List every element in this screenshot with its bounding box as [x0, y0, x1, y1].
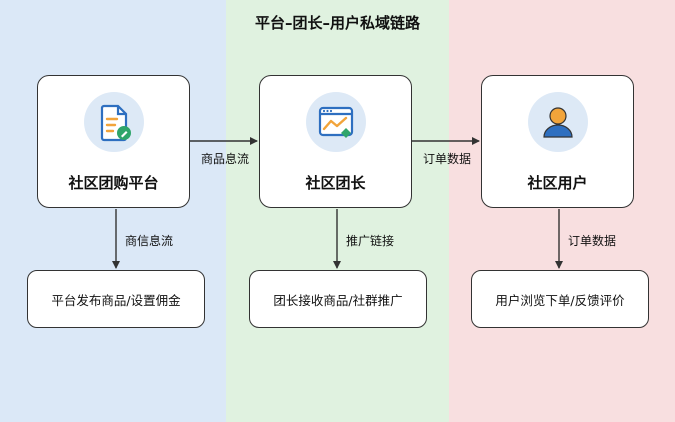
- platform-node: 社区团购平台: [37, 75, 190, 208]
- user-action-label: 用户浏览下单/反馈评价: [495, 292, 625, 308]
- user-action-box: 用户浏览下单/反馈评价: [471, 270, 649, 328]
- trend-chart-window-icon: [318, 106, 353, 138]
- group-leader-node: 社区团长: [259, 75, 412, 208]
- descent-label-leader: 推广链接: [346, 234, 395, 248]
- descent-label-platform: 商信息流: [125, 234, 174, 248]
- group-leader-icon-badge: [305, 92, 366, 152]
- right-panel-background: [449, 0, 675, 422]
- group-leader-node-label: 社区团长: [305, 174, 366, 192]
- user-icon: [542, 107, 573, 138]
- user-node-label: 社区用户: [527, 174, 588, 192]
- document-edit-icon: [100, 104, 131, 142]
- left-panel-background: [0, 0, 226, 422]
- platform-node-label: 社区团购平台: [68, 174, 159, 192]
- platform-icon-badge: [83, 92, 144, 152]
- flow-label-platform-to-leader: 商品息流: [200, 152, 249, 166]
- diagram-title: 平台–团长–用户私域链路: [254, 14, 420, 32]
- flow-label-leader-to-user: 订单数据: [422, 152, 471, 166]
- user-node: 社区用户: [481, 75, 634, 208]
- leader-action-label: 团长接收商品/社群推广: [273, 292, 403, 308]
- platform-action-label: 平台发布商品/设置佣金: [51, 292, 181, 308]
- user-icon-badge: [527, 92, 588, 152]
- leader-action-box: 团长接收商品/社群推广: [249, 270, 427, 328]
- descent-label-user: 订单数据: [568, 234, 617, 248]
- platform-action-box: 平台发布商品/设置佣金: [27, 270, 205, 328]
